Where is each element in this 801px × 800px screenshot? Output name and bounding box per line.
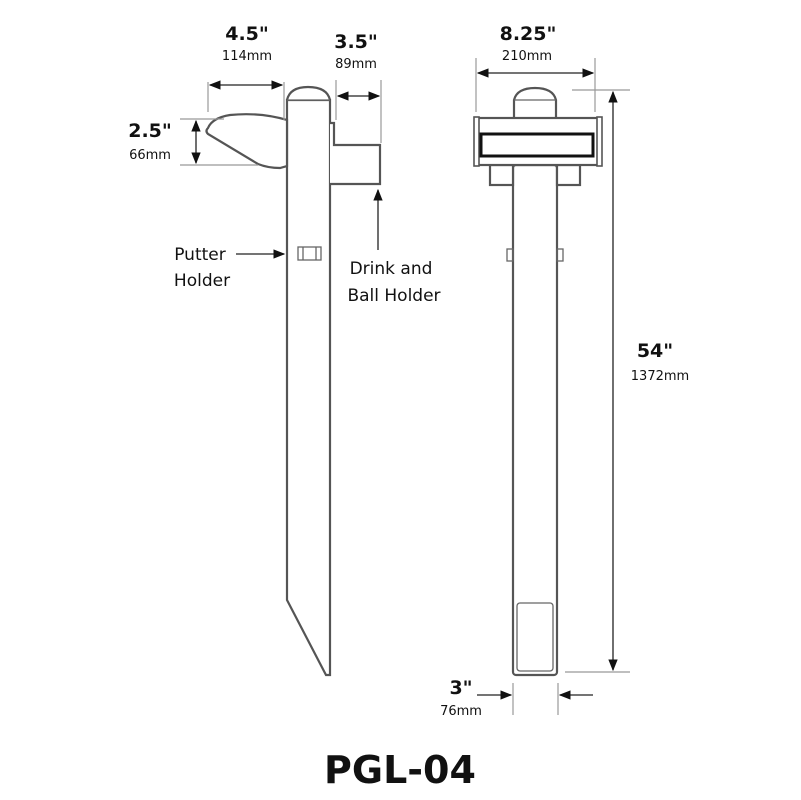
drink-holder-label-1: Drink and [350, 259, 433, 279]
putter-holder-label-1: Putter [174, 245, 226, 265]
side-head [205, 113, 289, 170]
overall-height-metric: 1372mm [631, 369, 689, 384]
side-view [205, 85, 382, 677]
front-spike-face [516, 602, 554, 672]
overall-width-imperial: 8.25" [500, 23, 557, 45]
dim-overall-height: 54" 1372mm [565, 89, 689, 673]
overall-width-metric: 210mm [502, 49, 552, 64]
drink-holder-box [330, 121, 382, 186]
front-clip-left [506, 248, 514, 262]
callout-drink-holder: Drink and Ball Holder [347, 188, 441, 306]
dim-post-width: 3" 76mm [440, 677, 593, 719]
dim-head-height: 2.5" 66mm [128, 118, 258, 166]
post-width-metric: 76mm [440, 704, 482, 719]
head-height-metric: 66mm [129, 148, 171, 163]
side-post [285, 98, 332, 677]
front-head-slot [479, 132, 595, 158]
holder-width-metric: 89mm [335, 57, 377, 72]
head-height-imperial: 2.5" [128, 120, 172, 142]
front-block-left [488, 163, 515, 187]
putter-holder-clip [297, 246, 322, 261]
putter-holder-label-2: Holder [174, 271, 230, 291]
callout-putter-holder: Putter Holder [174, 245, 286, 291]
side-post-cap [285, 85, 332, 101]
front-clip-right [556, 248, 564, 262]
model-title: PGL-04 [324, 748, 476, 792]
dim-head-width: 4.5" 114mm [207, 23, 285, 120]
dim-holder-width: 3.5" 89mm [334, 31, 382, 143]
front-block-right [555, 163, 582, 187]
overall-height-imperial: 54" [637, 340, 673, 362]
front-post-cap [512, 86, 558, 118]
front-post [511, 163, 559, 677]
front-view [473, 86, 603, 677]
holder-width-imperial: 3.5" [334, 31, 378, 53]
drink-holder-label-2: Ball Holder [347, 286, 440, 306]
dim-overall-width: 8.25" 210mm [475, 23, 596, 112]
head-width-imperial: 4.5" [225, 23, 269, 45]
head-width-metric: 114mm [222, 49, 272, 64]
post-width-imperial: 3" [449, 677, 472, 699]
